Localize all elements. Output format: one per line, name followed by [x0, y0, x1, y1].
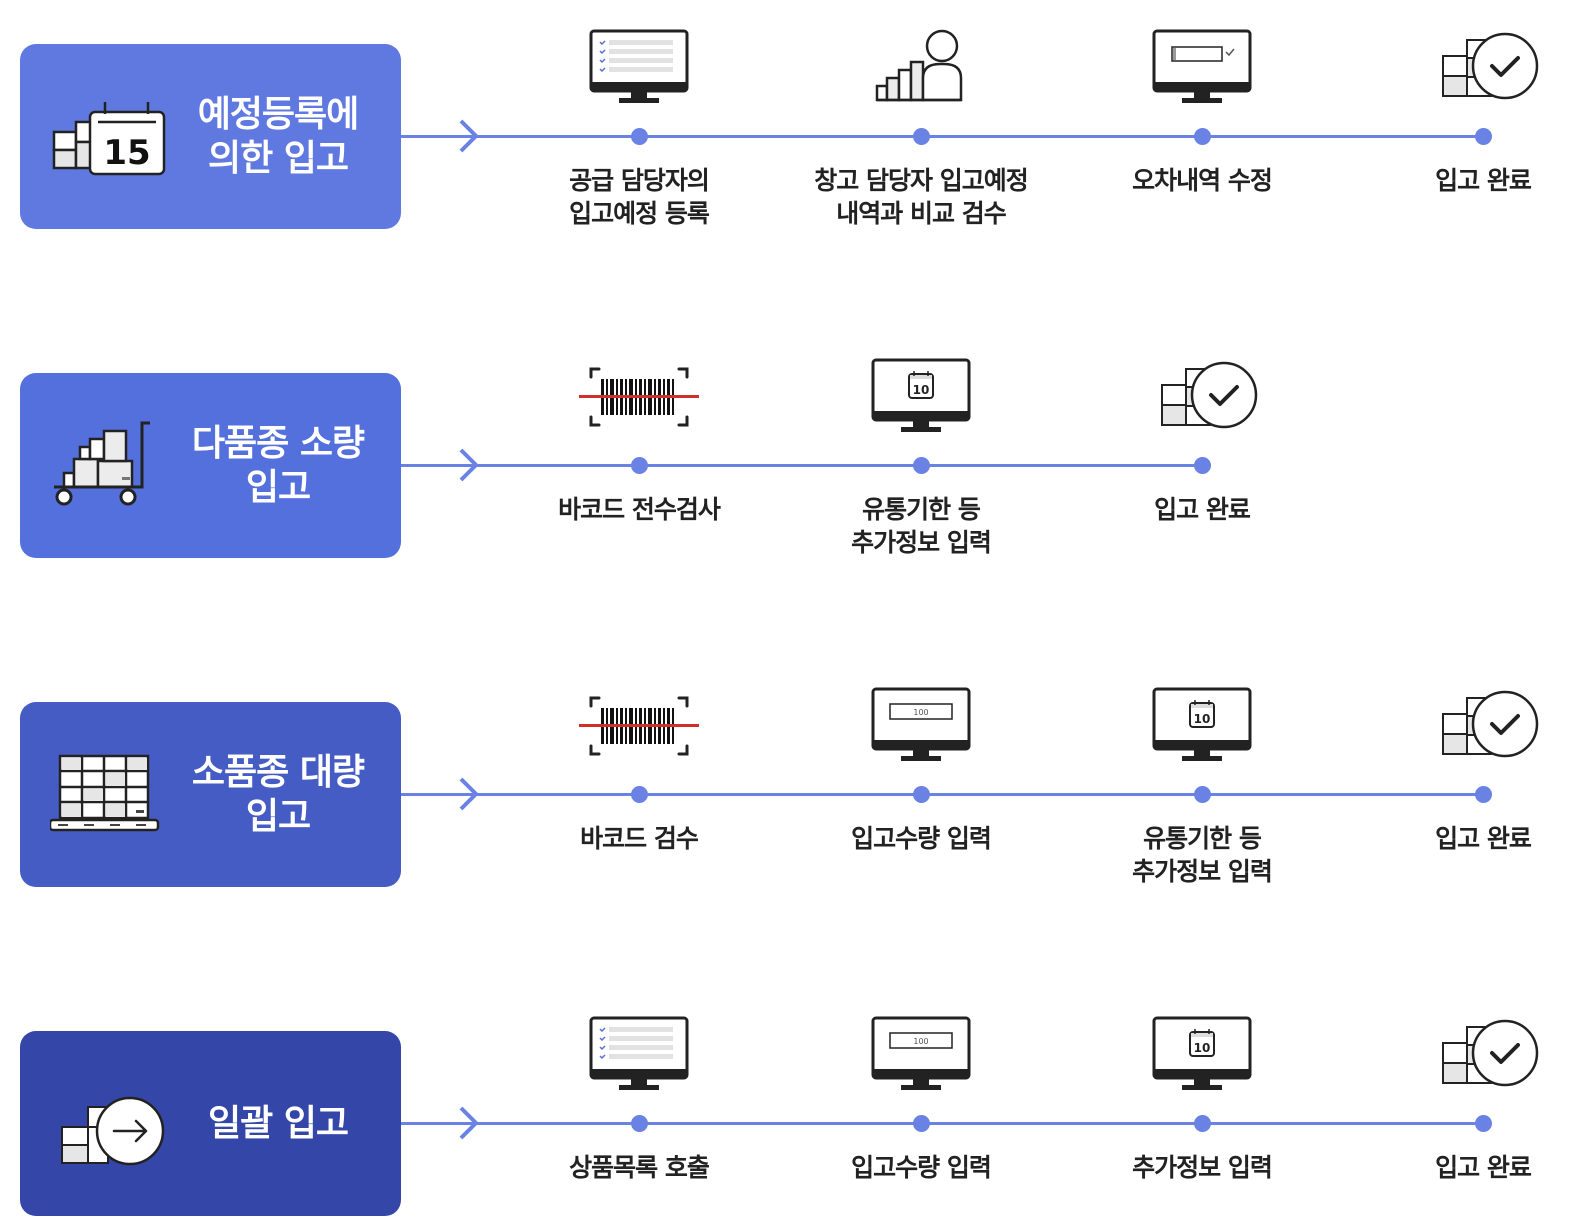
flow-card: 15 예정등록에 의한 입고: [20, 44, 401, 229]
step-icon-wrap: [791, 28, 1051, 108]
flow-title: 다품종 소량 입고: [191, 422, 365, 508]
flow-card: 소품종 대량 입고: [20, 702, 401, 887]
timeline-dot: [912, 1114, 930, 1132]
timeline-line: [401, 793, 1483, 796]
boxes-checkmark-icon: [1161, 361, 1258, 429]
step-label: 유통기한 등 추가정보 입력: [1132, 824, 1273, 886]
timeline-dot: [1474, 1114, 1492, 1132]
barcode-scan-icon: [579, 367, 699, 427]
timeline-dot: [630, 785, 648, 803]
step-label: 공급 담당자의 입고예정 등록: [569, 166, 710, 228]
step-label: 입고 완료: [1154, 495, 1251, 524]
step-icon-wrap: [509, 1015, 769, 1095]
step-label: 오차내역 수정: [1132, 166, 1273, 195]
step-icon-wrap: [1072, 28, 1332, 108]
boxes-checkmark-icon: [1442, 690, 1539, 758]
step-label: 바코드 전수검사: [558, 495, 721, 524]
quantity-value: 100: [913, 708, 928, 717]
monitor-quantity-icon: 100: [871, 687, 971, 761]
step-icon-wrap: [1353, 686, 1573, 766]
calendar-day: 10: [1194, 1041, 1211, 1055]
timeline-dot: [912, 785, 930, 803]
pallet-boxes-icon: [50, 754, 160, 831]
step-label: 창고 담당자 입고예정 내역과 비교 검수: [814, 166, 1028, 228]
timeline-dot: [1474, 785, 1492, 803]
timeline-dot: [630, 456, 648, 474]
step-label: 유통기한 등 추가정보 입력: [851, 495, 992, 557]
boxes-checkmark-icon: [1442, 1019, 1539, 1087]
monitor-calendar-icon: 10: [871, 358, 971, 432]
arrow-right-icon: [459, 1106, 479, 1140]
flow-title: 일괄 입고: [207, 1102, 349, 1144]
step-icon-wrap: 10: [1072, 686, 1332, 766]
step-label: 입고수량 입력: [851, 1153, 992, 1182]
timeline-dot: [912, 127, 930, 145]
step-icon-wrap: 10: [791, 357, 1051, 437]
calendar-boxes-icon: 15: [52, 101, 166, 175]
step-label: 입고수량 입력: [851, 824, 992, 853]
timeline-line: [401, 1122, 1483, 1125]
hand-truck-boxes-icon: [54, 421, 150, 505]
step-icon-wrap: 10: [1072, 1015, 1332, 1095]
step-label: 입고 완료: [1435, 166, 1532, 195]
flow-card: 다품종 소량 입고: [20, 373, 401, 558]
monitor-calendar-icon: 10: [1152, 687, 1252, 761]
step-icon-wrap: [1353, 1015, 1573, 1095]
step-label: 입고 완료: [1435, 1153, 1532, 1182]
timeline-line: [401, 464, 1202, 467]
timeline-dot: [1474, 127, 1492, 145]
monitor-checklist-icon: [589, 1016, 689, 1090]
step-icon-wrap: 100: [791, 1015, 1051, 1095]
flow-title: 예정등록에 의한 입고: [197, 93, 360, 179]
arrow-right-icon: [459, 119, 479, 153]
timeline-dot: [1193, 127, 1211, 145]
timeline-line: [401, 135, 1483, 138]
timeline-dot: [630, 1114, 648, 1132]
calendar-day: 10: [913, 383, 930, 397]
timeline-dot: [1193, 785, 1211, 803]
step-label: 추가정보 입력: [1132, 1153, 1273, 1182]
timeline-dot: [630, 127, 648, 145]
boxes-checkmark-icon: [1442, 32, 1539, 100]
calendar-day: 10: [1194, 712, 1211, 726]
step-icon-wrap: [509, 28, 769, 108]
timeline-dot: [1193, 456, 1211, 474]
timeline-dot: [912, 456, 930, 474]
arrow-right-icon: [459, 777, 479, 811]
monitor-input-check-icon: [1152, 29, 1252, 103]
calendar-day: 15: [103, 133, 150, 173]
step-label: 바코드 검수: [580, 824, 699, 853]
person-boxes-icon: [875, 29, 963, 102]
monitor-calendar-icon: 10: [1152, 1016, 1252, 1090]
step-icon-wrap: [1072, 357, 1332, 437]
step-icon-wrap: [1353, 28, 1573, 108]
step-label: 상품목록 호출: [569, 1153, 710, 1182]
step-icon-wrap: [509, 686, 769, 766]
flow-card: 일괄 입고: [20, 1031, 401, 1216]
arrow-right-icon: [459, 448, 479, 482]
flow-title: 소품종 대량 입고: [191, 751, 365, 837]
quantity-value: 100: [913, 1037, 928, 1046]
timeline-dot: [1193, 1114, 1211, 1132]
barcode-scan-icon: [579, 696, 699, 756]
boxes-arrow-icon: [61, 1096, 165, 1165]
monitor-quantity-icon: 100: [871, 1016, 971, 1090]
step-icon-wrap: 100: [791, 686, 1051, 766]
step-label: 입고 완료: [1435, 824, 1532, 853]
step-icon-wrap: [509, 357, 769, 437]
monitor-checklist-icon: [589, 29, 689, 103]
